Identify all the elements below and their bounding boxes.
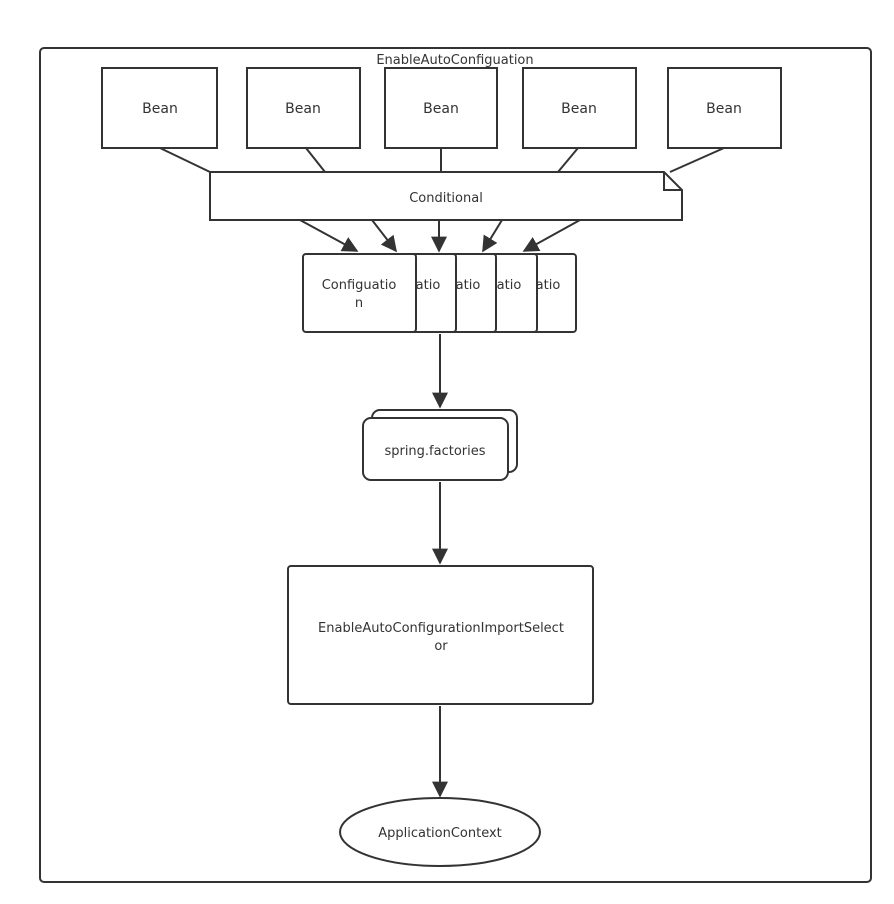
configuration-label: atio — [456, 278, 481, 293]
import-selector-node: EnableAutoConfigurationImportSelect or — [287, 565, 594, 705]
spring-factories-node: spring.factories — [362, 409, 518, 481]
edge-bean5-conditional — [669, 147, 725, 173]
conditional-label: Conditional — [409, 191, 483, 206]
container-title: EnableAutoConfiguation — [376, 53, 533, 68]
bean-node-3: Bean — [384, 67, 498, 149]
configuration-label: atio — [536, 278, 561, 293]
configuration-label: atio — [416, 278, 441, 293]
edge-conditional-config-1 — [299, 219, 359, 252]
bean-node-5: Bean — [667, 67, 782, 149]
spring-factories-label: spring.factories — [384, 444, 485, 459]
configuration-label: atio — [497, 278, 522, 293]
configuration-label-line2: n — [355, 296, 363, 311]
application-context-node: ApplicationContext — [339, 797, 541, 867]
edge-bean1-conditional — [159, 147, 211, 173]
configuration-label-line1: Configuatio — [322, 278, 397, 293]
bean-label: Bean — [706, 101, 742, 117]
import-selector-label-line1: EnableAutoConfigurationImportSelect — [318, 621, 564, 636]
edge-bean4-conditional — [557, 147, 579, 173]
configuration-node-1: Configuatio n — [302, 253, 417, 333]
conditional-node: Conditional — [209, 171, 683, 221]
edge-conditional-config-4 — [482, 219, 503, 253]
bean-label: Bean — [142, 101, 178, 117]
edge-conditional-config-5 — [522, 219, 581, 252]
bean-label: Bean — [561, 101, 597, 117]
application-context-label: ApplicationContext — [378, 826, 502, 841]
bean-node-2: Bean — [246, 67, 361, 149]
bean-label: Bean — [285, 101, 321, 117]
edge-conditional-config-2 — [371, 219, 397, 253]
bean-label: Bean — [423, 101, 459, 117]
edge-bean2-conditional — [305, 147, 326, 173]
bean-node-1: Bean — [101, 67, 218, 149]
configuration-stack: atio atio atio atio Configuatio n — [302, 253, 577, 333]
bean-node-4: Bean — [522, 67, 637, 149]
import-selector-label-line2: or — [434, 639, 448, 654]
